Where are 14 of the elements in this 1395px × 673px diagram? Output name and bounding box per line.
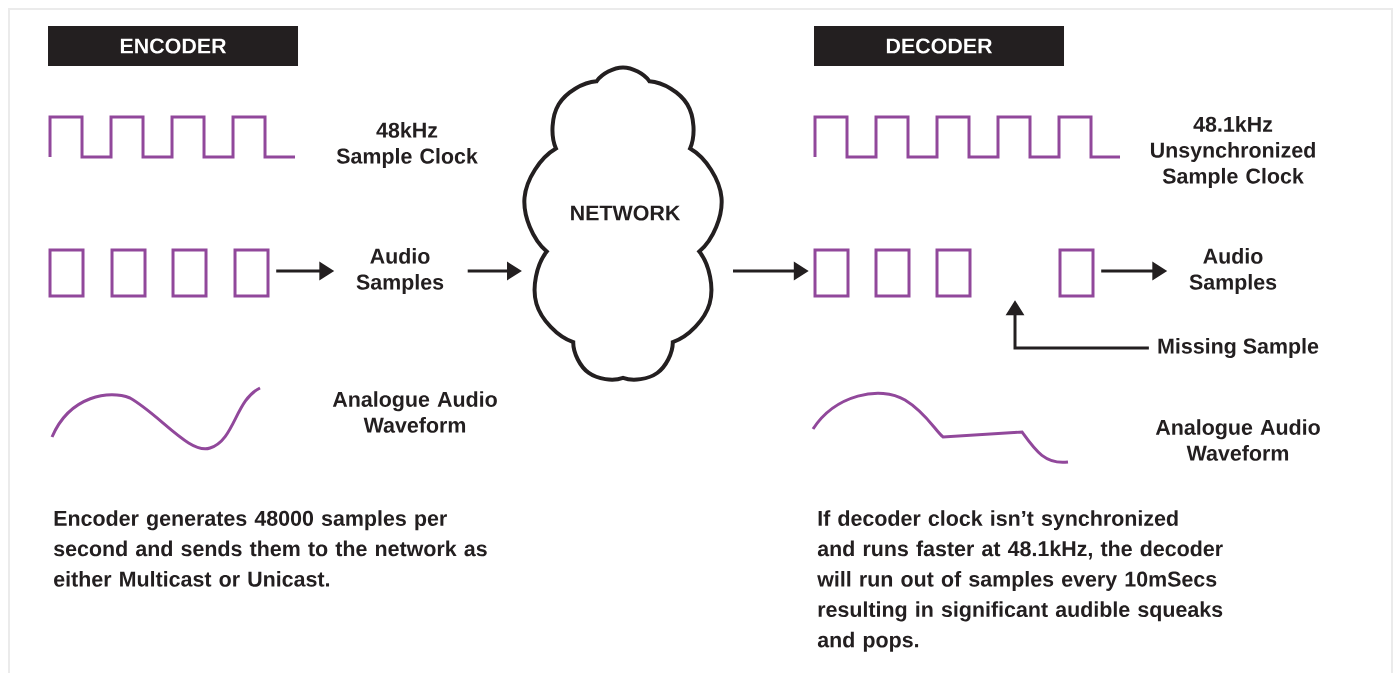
label-text: Audio Samples xyxy=(356,248,444,294)
description-text: If decoder clock isn’t synchronized and runs faster at 48.1kHz, the decoder will run out of samples every 10mSecs resulting in significant audible squeaks and pops. xyxy=(817,510,1223,652)
header-bar: ENCODER xyxy=(48,26,298,66)
label-text: Audio Samples xyxy=(1189,248,1277,294)
header-bar: DECODER xyxy=(814,26,1064,66)
description-text: Encoder generates 48000 samples per second and sends them to the network as either Multicast or Unicast. xyxy=(53,510,487,587)
label-text: 48.1kHz Unsynchronized Sample Clock xyxy=(1151,116,1315,188)
label-text: Missing Sample xyxy=(1158,337,1319,359)
label-text: Analogue Audio Waveform xyxy=(332,391,497,433)
audio-samples-drawing xyxy=(48,248,270,298)
label-text: 48kHz Sample Clock xyxy=(336,122,478,168)
network-cloud: NETWORK xyxy=(522,65,724,382)
label-text: Analogue Audio Waveform xyxy=(1155,419,1320,461)
audio-samples-drawing xyxy=(813,248,1095,298)
